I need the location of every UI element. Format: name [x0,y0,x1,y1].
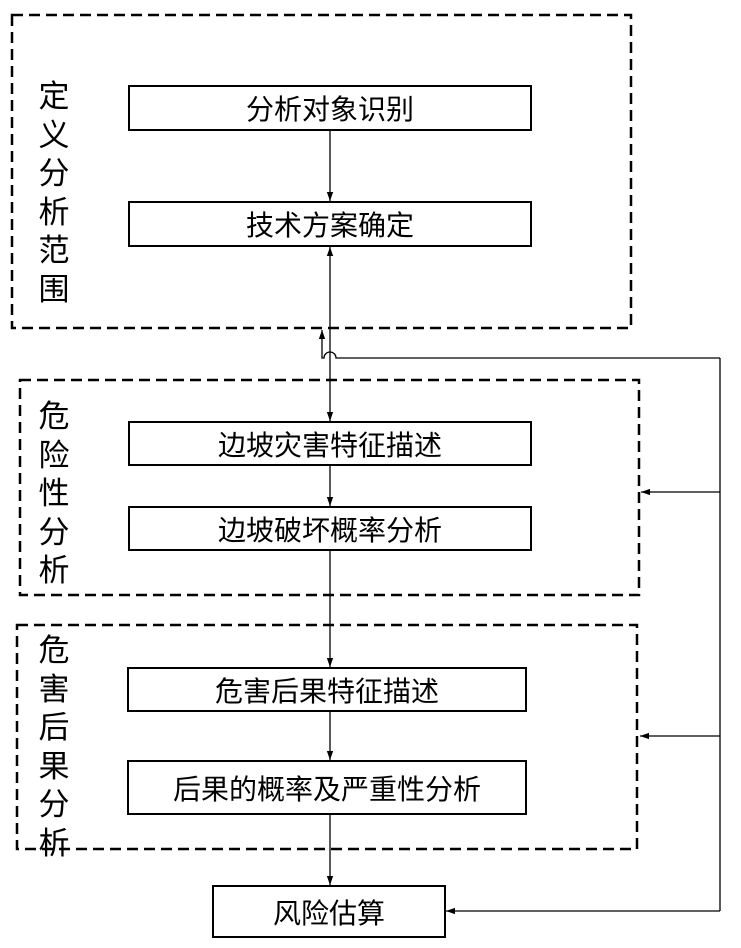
node-object-identification: 分析对象识别 [128,85,532,131]
node-scheme-determination: 技术方案确定 [128,201,532,247]
node-hazard-description: 边坡灾害特征描述 [128,421,532,466]
node-failure-probability: 边坡破坏概率分析 [128,506,532,551]
feedback-arrow-to-scope [318,330,720,359]
group-frame-consequence-analysis [15,623,639,851]
group-label-consequence-analysis: 危害后果分析 [38,633,70,862]
node-consequence-description: 危害后果特征描述 [127,667,527,712]
group-frame-define-scope [10,13,633,330]
node-risk-estimation: 风险估算 [212,885,446,938]
group-label-hazard-analysis: 危险性分析 [38,399,70,589]
group-label-define-scope: 定义分析范围 [38,79,70,308]
node-consequence-probability: 后果的概率及严重性分析 [127,760,527,815]
